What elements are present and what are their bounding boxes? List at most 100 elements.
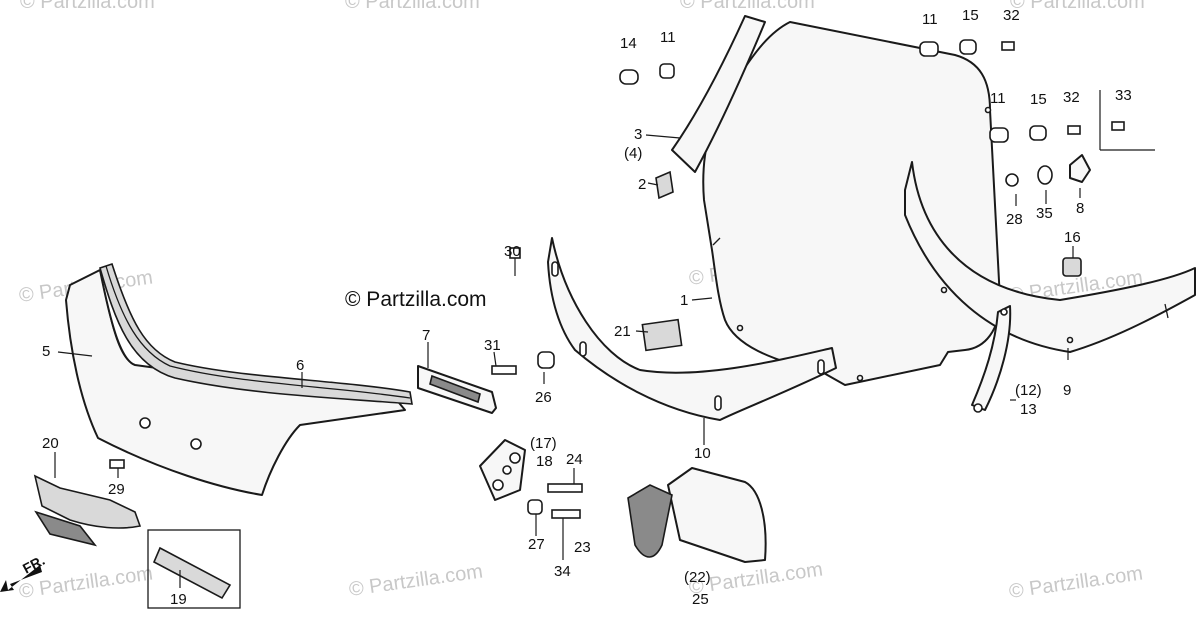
callout-15: 15 [962, 7, 979, 24]
callout-12: (12) [1015, 382, 1042, 399]
bolt [547, 483, 583, 493]
fairing-hole [190, 438, 202, 450]
callout-11: 11 [922, 11, 938, 28]
mirror [667, 467, 767, 563]
stay-hole [1000, 308, 1008, 316]
watermark: © Partzilla.com [348, 560, 485, 601]
callout-25: 25 [692, 591, 709, 608]
trim-hole [1066, 336, 1074, 344]
leader-line [635, 330, 649, 333]
callout-26: 26 [535, 389, 552, 406]
screw-head [1067, 125, 1081, 135]
callout-8: 8 [1076, 200, 1084, 217]
trim-slot [1164, 303, 1169, 319]
callout-13: 13 [1020, 401, 1037, 418]
screw-head [1111, 121, 1125, 131]
callout-3: 3 [634, 126, 642, 143]
caution-label [641, 318, 683, 352]
lower-cowl-strip [547, 237, 837, 421]
callout-17: (17) [530, 435, 557, 452]
callout-32: 32 [1003, 7, 1020, 24]
bolt [491, 365, 517, 375]
leader-line [57, 351, 93, 357]
leader-lines [54, 90, 1155, 588]
watermark: © Partzilla.com [20, 0, 155, 13]
leader-line [645, 134, 681, 139]
callout-11: 11 [990, 90, 1006, 107]
windscreen-hole [856, 374, 864, 382]
strip-slot [551, 261, 559, 277]
callout-24: 24 [566, 451, 583, 468]
windscreen [702, 21, 1001, 386]
callout-31: 31 [484, 337, 501, 354]
callout-23: 23 [574, 539, 591, 556]
callout-27: 27 [528, 536, 545, 553]
washer [959, 39, 977, 55]
callout-14: 14 [620, 35, 637, 52]
callout-7: 7 [422, 327, 430, 344]
callout-32: 32 [1063, 89, 1080, 106]
emblem-base [34, 510, 98, 547]
leader-line [691, 297, 713, 301]
callout-34: 34 [554, 563, 571, 580]
side-strip [671, 15, 766, 173]
rubber-grommet [989, 127, 1009, 143]
callout-20: 20 [42, 435, 59, 452]
strip-slot [817, 359, 825, 375]
rubber-grommet [659, 63, 675, 79]
molding-trim [99, 262, 413, 405]
mount-hole [502, 465, 512, 475]
fasteners [109, 39, 1125, 519]
mirror-stay [971, 305, 1012, 411]
callout-10: 10 [694, 445, 711, 462]
collar [537, 351, 555, 369]
callout-1: 1 [680, 292, 688, 309]
watermark: © Partzilla.com [680, 0, 815, 13]
nut [1069, 154, 1091, 183]
callout-15: 15 [1030, 91, 1047, 108]
callout-4: (4) [624, 145, 642, 162]
leader-line [493, 351, 497, 367]
strip-slot [714, 395, 722, 411]
callout-22: (22) [684, 569, 711, 586]
screw [109, 459, 125, 469]
washer [1029, 125, 1047, 141]
callout-28: 28 [1006, 211, 1023, 228]
plate-frame [147, 529, 241, 609]
bracket-grille [429, 374, 481, 404]
mount-hole [509, 452, 521, 464]
copyright-watermark: © Partzilla.com [345, 288, 487, 311]
callout-18: 18 [536, 453, 553, 470]
stay-hole [973, 403, 983, 413]
molding-line [105, 265, 411, 399]
screw-head [1001, 41, 1015, 51]
watermark: © Partzilla.com [345, 0, 480, 13]
callout-9: 9 [1063, 382, 1071, 399]
callout-labels: 1 2 3 (4) 5 6 7 8 9 10 11 11 11 (12) 13 … [42, 7, 1132, 608]
mirror-glass [627, 484, 673, 558]
fairing-edge [99, 269, 136, 366]
rubber-grommet [619, 69, 639, 85]
plate [152, 546, 232, 600]
watermark: © Partzilla.com [1010, 0, 1145, 13]
rubber-grommet [919, 41, 939, 57]
callout-30: 30 [504, 243, 521, 260]
callout-35: 35 [1036, 205, 1053, 222]
callout-2: 2 [638, 176, 646, 193]
watermark: © Partzilla.com [1008, 562, 1145, 603]
arrow-icon [0, 565, 42, 592]
leader-line [647, 182, 659, 186]
callout-11: 11 [660, 29, 676, 46]
callout-33: 33 [1115, 87, 1132, 104]
callout-29: 29 [108, 481, 125, 498]
callout-21: 21 [614, 323, 631, 340]
callout-19: 19 [170, 591, 187, 608]
trim-hole [940, 286, 948, 294]
right-trim-strip [904, 161, 1196, 353]
washer [1005, 173, 1019, 187]
emblem [33, 474, 142, 529]
callout-16: 16 [1064, 229, 1081, 246]
direction-label: FR. [20, 552, 47, 577]
callout-5: 5 [42, 343, 50, 360]
